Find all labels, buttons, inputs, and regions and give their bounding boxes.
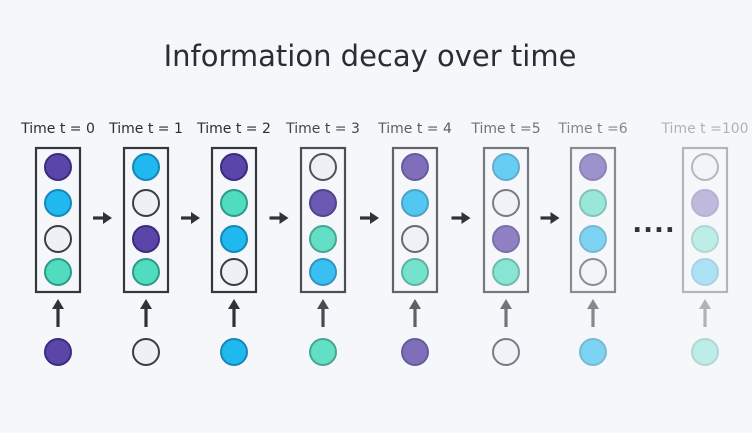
memory-cell-frame — [34, 146, 82, 294]
memory-node-white — [492, 189, 520, 217]
memory-node-teal — [132, 258, 160, 286]
memory-node-white — [220, 258, 248, 286]
ellipsis-dots: .... — [632, 209, 676, 239]
input-node-teal — [691, 338, 719, 366]
input-arrow-head — [500, 299, 512, 309]
memory-node-teal — [401, 258, 429, 286]
memory-node-white — [44, 225, 72, 253]
input-arrow-head — [228, 299, 240, 309]
input-node-white — [132, 338, 160, 366]
timestep-label: Time t = 1 — [108, 121, 183, 137]
memory-node-teal — [309, 225, 337, 253]
input-node-purple — [44, 338, 72, 366]
memory-node-white — [132, 189, 160, 217]
timestep-label: Time t = 2 — [196, 121, 271, 137]
right-arrow-head — [550, 212, 560, 224]
input-node-purple — [401, 338, 429, 366]
memory-node-white — [579, 258, 607, 286]
memory-node-purple — [691, 189, 719, 217]
memory-node-purple — [401, 153, 429, 181]
memory-node-blue — [309, 258, 337, 286]
right-arrow-head — [279, 212, 289, 224]
input-arrow-head — [140, 299, 152, 309]
timestep-2: Time t = 2 — [196, 121, 271, 366]
input-arrow-head — [699, 299, 711, 309]
memory-node-teal — [579, 189, 607, 217]
memory-node-blue — [401, 189, 429, 217]
memory-cell-frame — [210, 146, 258, 294]
diagram-title: Information decay over time — [164, 39, 577, 73]
timestep-0: Time t = 0 — [20, 121, 95, 366]
timestep-1: Time t = 1 — [108, 121, 183, 366]
timestep-label: Time t =5 — [470, 121, 540, 137]
memory-node-white — [401, 225, 429, 253]
memory-node-purple — [132, 225, 160, 253]
memory-node-purple — [492, 225, 520, 253]
timestep-label: Time t =100 — [660, 121, 748, 137]
memory-node-blue — [492, 153, 520, 181]
right-arrow-head — [191, 212, 200, 224]
input-node-white — [492, 338, 520, 366]
input-arrow-head — [587, 299, 599, 309]
memory-node-blue — [220, 225, 248, 253]
memory-node-blue — [691, 258, 719, 286]
memory-node-blue — [132, 153, 160, 181]
right-arrow-head — [370, 212, 379, 224]
memory-node-teal — [220, 189, 248, 217]
input-node-blue — [579, 338, 607, 366]
memory-node-blue — [44, 189, 72, 217]
memory-cell-frame — [681, 146, 729, 294]
input-arrow-head — [409, 299, 421, 309]
timestep-4: Time t = 4 — [377, 121, 452, 366]
input-node-teal — [309, 338, 337, 366]
memory-cell-frame — [391, 146, 439, 294]
memory-node-white — [309, 153, 337, 181]
memory-node-purple — [309, 189, 337, 217]
input-arrow-head — [317, 299, 329, 309]
memory-node-blue — [579, 225, 607, 253]
timestep-label: Time t = 4 — [377, 121, 452, 137]
memory-cell-frame — [482, 146, 530, 294]
memory-cell-frame — [122, 146, 170, 294]
memory-node-teal — [691, 225, 719, 253]
timestep-3: Time t = 3 — [285, 121, 360, 366]
timestep-label: Time t = 0 — [20, 121, 95, 137]
memory-node-purple — [44, 153, 72, 181]
memory-cell-frame — [299, 146, 347, 294]
right-arrow-head — [103, 212, 112, 224]
memory-node-white — [691, 153, 719, 181]
right-arrow-head — [461, 212, 471, 224]
memory-node-teal — [44, 258, 72, 286]
input-node-blue — [220, 338, 248, 366]
memory-cell-frame — [569, 146, 617, 294]
timestep-label: Time t = 3 — [285, 121, 360, 137]
arrows-layer — [93, 212, 560, 224]
timestep-label: Time t =6 — [557, 121, 627, 137]
memory-node-purple — [220, 153, 248, 181]
memory-node-purple — [579, 153, 607, 181]
timestep-6: Time t =6 — [557, 121, 628, 366]
input-arrow-head — [52, 299, 64, 309]
timestep-7: Time t =100 — [660, 121, 749, 366]
timestep-5: Time t =5 — [470, 121, 541, 366]
memory-node-teal — [492, 258, 520, 286]
steps-layer: Time t = 0 Time t = 1 Time t = 2 Time t = 3… — [20, 121, 749, 366]
